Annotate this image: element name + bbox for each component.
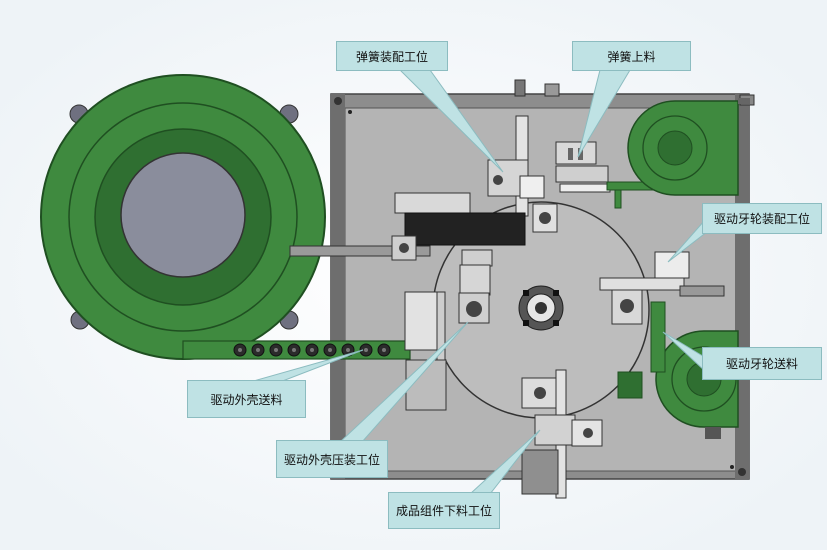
housing-transfer-arm: [289, 192, 526, 267]
spring-vibratory-bowl: [627, 98, 750, 196]
housing-vibratory-bowl: [40, 74, 326, 360]
label-drive-housing-press-station: 驱动外壳压装工位: [276, 440, 388, 478]
label-drive-gear-feeding: 驱动牙轮送料: [702, 347, 822, 380]
spring-loading-module: [555, 141, 678, 209]
gear-assembly-station-module: [599, 251, 725, 325]
spring-assembly-station-module: [487, 115, 558, 233]
label-drive-gear-assembly-station: 驱动牙轮装配工位: [702, 203, 822, 234]
unloading-station-module: [521, 369, 603, 499]
label-drive-housing-feeding: 驱动外壳送料: [187, 380, 306, 418]
label-finished-assembly-unloading-station: 成品组件下料工位: [388, 492, 500, 529]
housing-feed-track: [182, 340, 411, 360]
label-spring-assembly-station: 弹簧装配工位: [336, 41, 448, 71]
label-spring-loading: 弹簧上料: [572, 41, 691, 71]
